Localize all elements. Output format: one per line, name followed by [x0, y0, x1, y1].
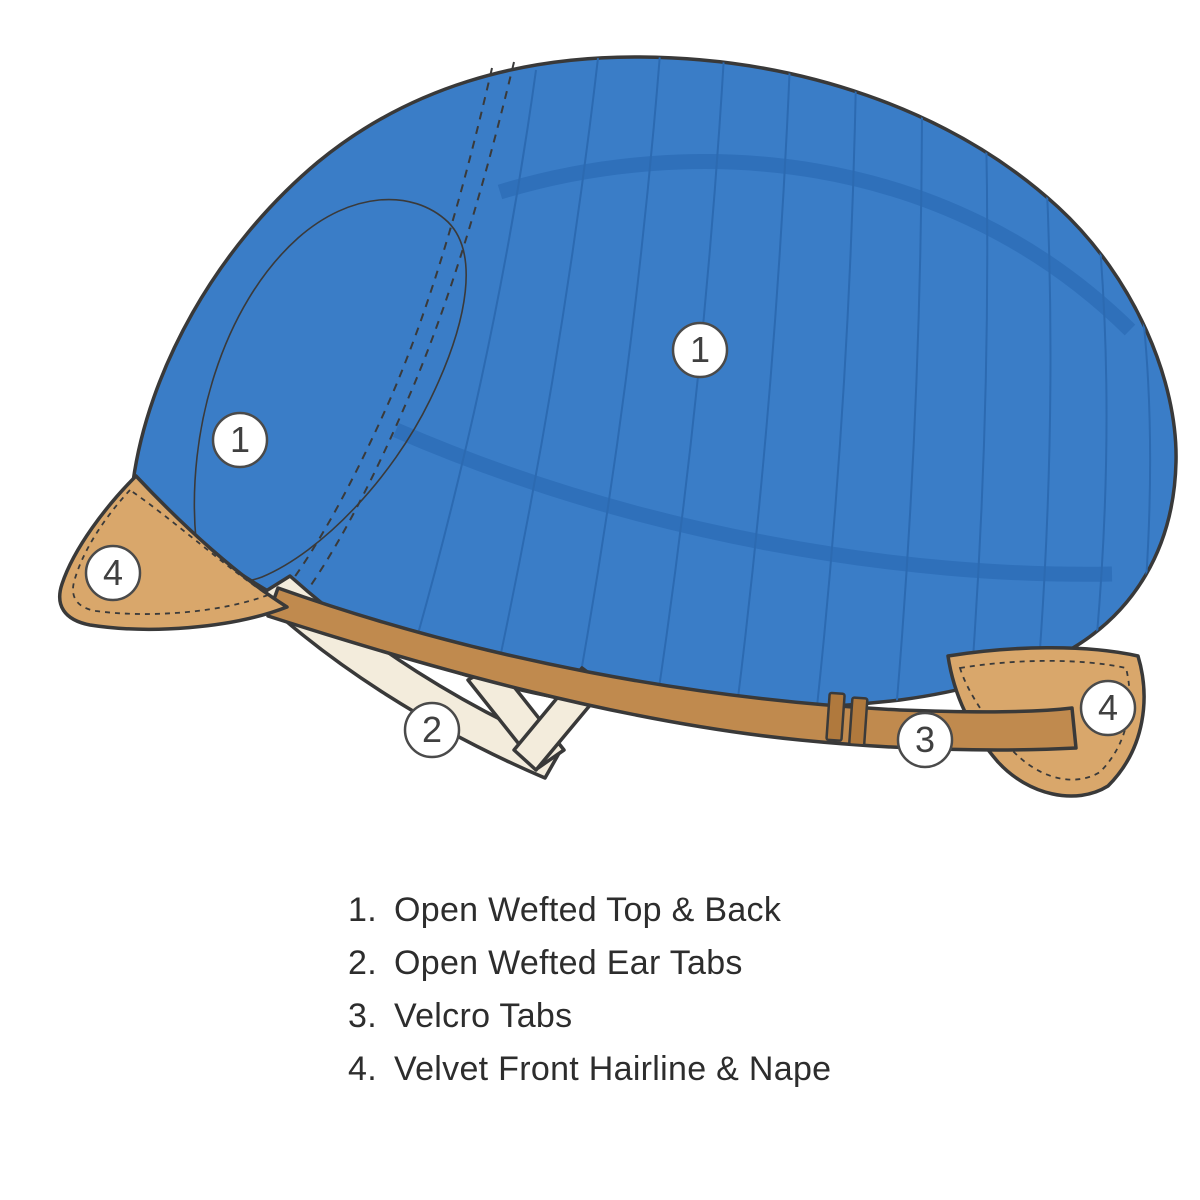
- marker-4-nape: 4: [1079, 679, 1137, 737]
- legend-number: 1.: [348, 891, 377, 929]
- legend-item-3: 3. Velcro Tabs: [348, 990, 831, 1043]
- weft-lines: [413, 56, 1152, 710]
- hatched-front-section: [193, 198, 467, 582]
- marker-4-front-hairline: 4: [84, 544, 142, 602]
- nape-stitch-line: [958, 659, 1131, 781]
- legend-item-1: 1. Open Wefted Top & Back: [348, 884, 831, 937]
- legend-label: Velcro Tabs: [394, 997, 573, 1035]
- svg-text:3: 3: [915, 719, 935, 760]
- velcro-tab-detail: [825, 691, 869, 747]
- legend-item-4: 4. Velvet Front Hairline & Nape: [348, 1043, 831, 1096]
- front-seam-dashed-line-inner: [281, 67, 493, 595]
- wig-cap-illustration: 1 1 2 3 4 4: [57, 55, 1178, 798]
- svg-text:1: 1: [690, 329, 710, 370]
- legend: 1. Open Wefted Top & Back 2. Open Wefted…: [348, 884, 831, 1096]
- legend-label: Open Wefted Top & Back: [394, 891, 782, 929]
- svg-text:4: 4: [103, 552, 123, 593]
- svg-text:4: 4: [1098, 687, 1118, 728]
- legend-item-2: 2. Open Wefted Ear Tabs: [348, 937, 831, 990]
- legend-label: Velvet Front Hairline & Nape: [394, 1050, 832, 1088]
- svg-text:2: 2: [422, 709, 442, 750]
- legend-number: 2.: [348, 944, 377, 982]
- front-seam-dashed-line: [295, 61, 515, 607]
- legend-number: 3.: [348, 997, 377, 1035]
- front-stitch-line: [72, 488, 270, 615]
- marker-3-velcro: 3: [896, 711, 954, 769]
- svg-text:1: 1: [230, 419, 250, 460]
- legend-number: 4.: [348, 1050, 377, 1088]
- marker-1-front: 1: [211, 411, 269, 469]
- legend-label: Open Wefted Ear Tabs: [394, 944, 743, 982]
- velcro-strap: [266, 586, 1078, 752]
- marker-1-top-back: 1: [671, 321, 729, 379]
- marker-2-ear-tab: 2: [403, 701, 461, 759]
